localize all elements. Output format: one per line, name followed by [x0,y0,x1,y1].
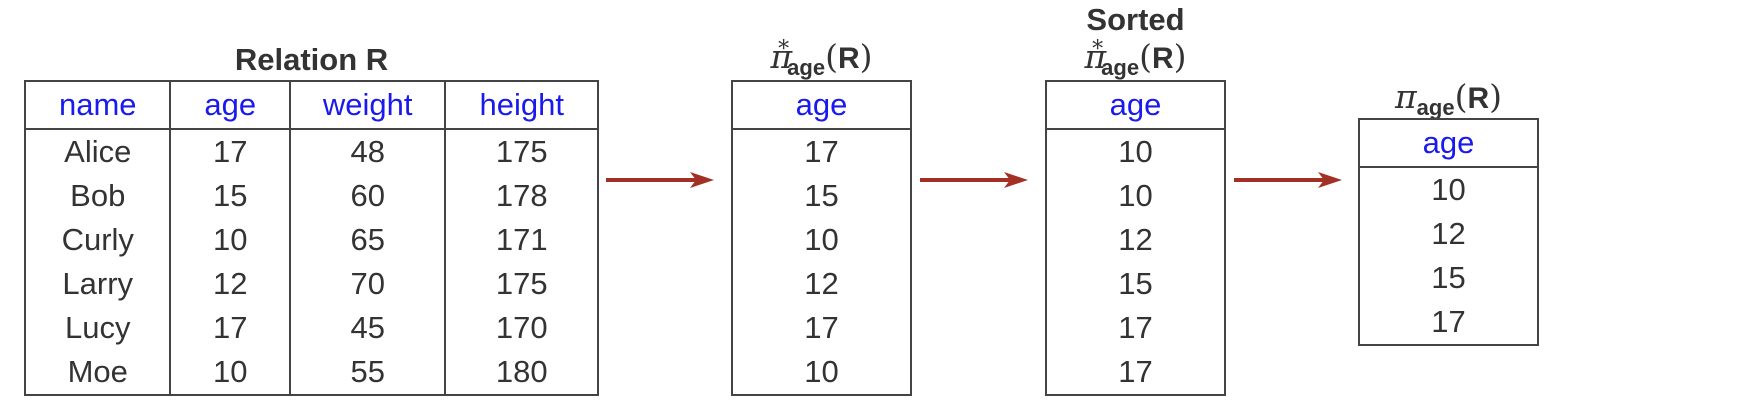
projection-star-block: π*age(R) age 17 15 10 12 17 10 [731,37,912,396]
projection-block: πage(R) age 10 12 15 17 [1358,77,1539,346]
table-row: 17 [1359,300,1538,345]
projection-star-header-row: age [732,81,911,130]
sorted-projection-block: Sorted π*age(R) age 10 10 12 15 17 17 [1045,2,1226,396]
cell-age: 10 [1118,178,1153,213]
table-row: 17 [1046,306,1225,350]
cell-age: 15 [169,174,290,218]
arrow-right-icon [1234,172,1342,188]
arrow-right-icon [920,172,1028,188]
column-header-height: height [444,81,598,130]
cell-weight: 55 [288,350,446,395]
cell-age: 12 [1431,216,1466,251]
cell-age: 10 [804,354,839,389]
relation-r-header-row: name age weight height [25,81,598,130]
cell-height: 175 [444,262,598,306]
cell-height: 171 [444,218,598,262]
cell-age: 12 [804,266,839,301]
column-header-weight: weight [288,81,446,130]
table-row: Curly 10 65 171 [25,218,598,262]
sorted-projection-header-row: age [1046,81,1225,130]
cell-age: 12 [1118,222,1153,257]
cell-name: Lucy [65,310,131,345]
cell-age: 10 [804,222,839,257]
cell-age: 15 [1431,260,1466,295]
cell-age: 15 [804,178,839,213]
table-row: 17 [732,306,911,350]
sorted-heading: Sorted [1086,2,1185,37]
cell-age: 12 [169,262,290,306]
cell-age: 15 [1118,266,1153,301]
table-row: Bob 15 60 178 [25,174,598,218]
table-row: 10 [1359,167,1538,212]
projection-star-label: π*age(R) [770,37,873,80]
cell-age: 17 [1118,354,1153,389]
table-row: 12 [1359,212,1538,256]
cell-age: 10 [1431,172,1466,207]
table-row: 15 [732,174,911,218]
table-row: Alice 17 48 175 [25,129,598,174]
table-row: 10 [1046,174,1225,218]
table-row: 10 [732,350,911,395]
table-row: 17 [732,129,911,174]
table-row: Larry 12 70 175 [25,262,598,306]
column-header-age: age [732,81,911,130]
cell-age: 10 [1118,134,1153,169]
cell-weight: 48 [288,129,446,174]
table-row: 10 [732,218,911,262]
table-row: 15 [1046,262,1225,306]
cell-name: Larry [62,266,134,301]
projection-header-row: age [1359,119,1538,168]
relation-r-title: Relation R [234,42,389,77]
column-header-name: name [25,81,171,130]
table-row: 12 [732,262,911,306]
cell-age: 17 [804,310,839,345]
cell-age: 17 [804,134,839,169]
cell-height: 175 [444,129,598,174]
sorted-projection-table: age 10 10 12 15 17 17 [1045,80,1226,396]
column-header-age: age [169,81,290,130]
cell-height: 178 [444,174,598,218]
relation-r-table: name age weight height Alice 17 48 175 B… [24,80,599,396]
relation-r-block: Relation R name age weight height Alice … [24,40,599,396]
cell-height: 180 [444,350,598,395]
table-row: Moe 10 55 180 [25,350,598,395]
cell-weight: 65 [288,218,446,262]
cell-name: Bob [70,178,126,213]
cell-age: 17 [1431,304,1466,339]
cell-age: 17 [169,129,290,174]
cell-name: Moe [67,354,128,389]
cell-age: 17 [169,306,290,350]
sorted-projection-label: π*age(R) [1084,37,1187,80]
cell-name: Curly [61,222,134,257]
projection-star-table: age 17 15 10 12 17 10 [731,80,912,396]
column-header-age: age [1359,119,1538,168]
table-row: 17 [1046,350,1225,395]
cell-age: 10 [169,218,290,262]
table-row: 12 [1046,218,1225,262]
table-row: 10 [1046,129,1225,174]
table-row: 15 [1359,256,1538,300]
cell-age: 17 [1118,310,1153,345]
cell-height: 170 [444,306,598,350]
projection-label: πage(R) [1394,77,1503,120]
cell-weight: 60 [288,174,446,218]
arrow-right-icon [606,172,714,188]
cell-age: 10 [169,350,290,395]
projection-table: age 10 12 15 17 [1358,118,1539,346]
table-row: Lucy 17 45 170 [25,306,598,350]
cell-weight: 70 [288,262,446,306]
column-header-age: age [1046,81,1225,130]
cell-name: Alice [64,134,132,169]
cell-weight: 45 [288,306,446,350]
